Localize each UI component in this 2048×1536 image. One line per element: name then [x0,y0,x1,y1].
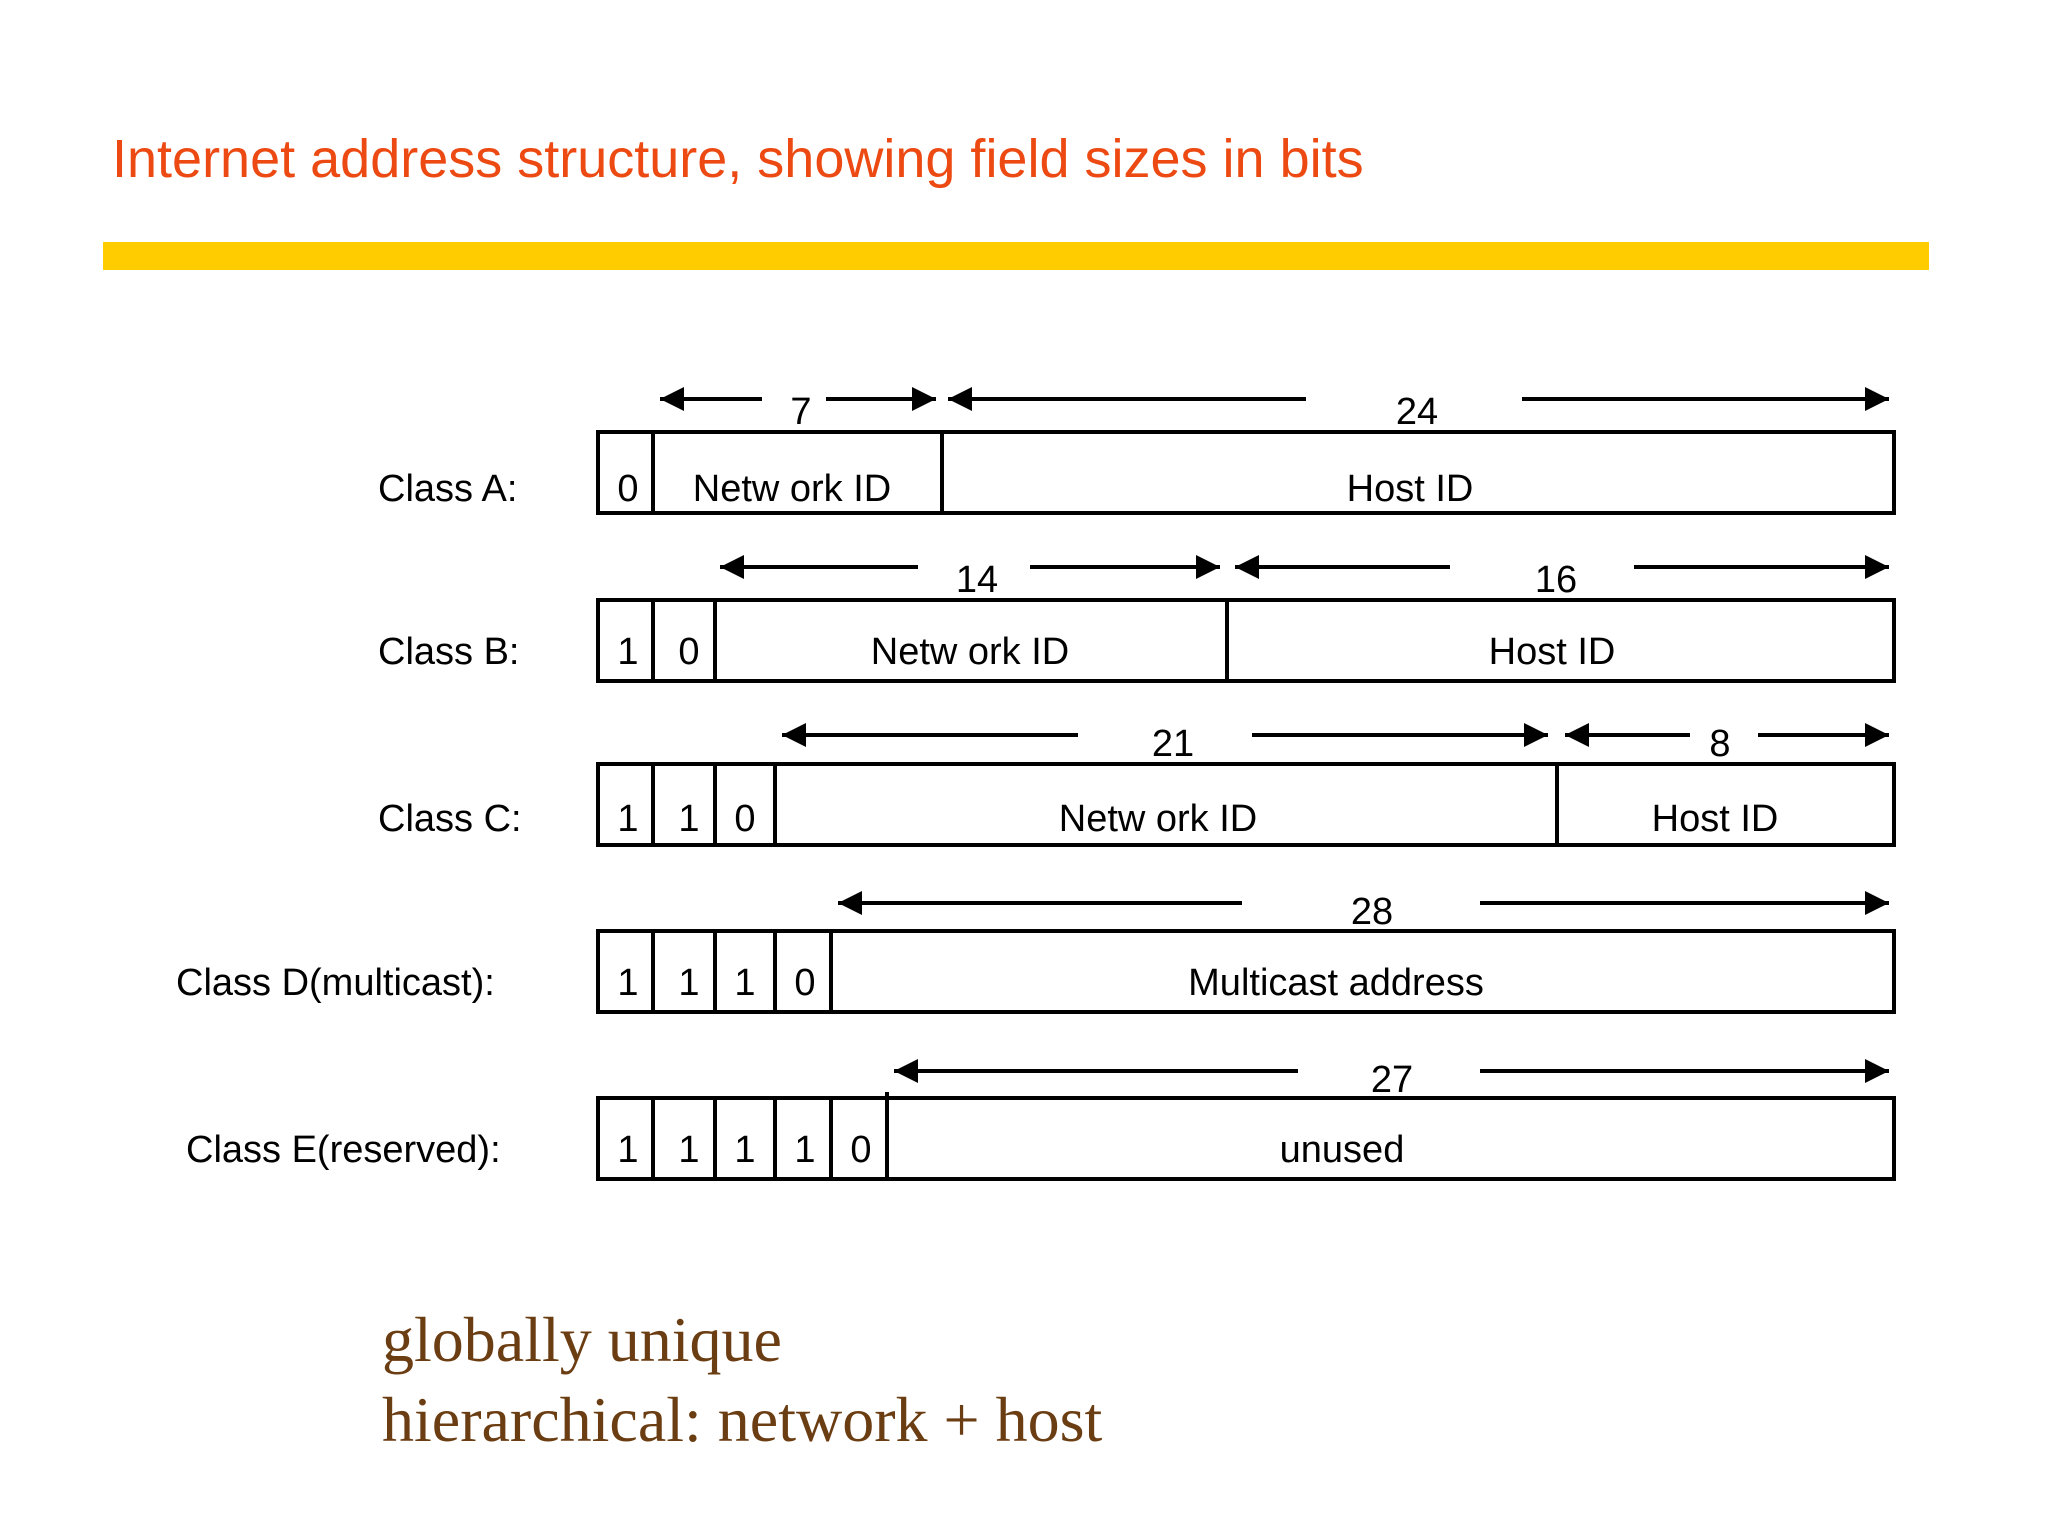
class-e-bit: 1 [678,1129,699,1171]
class-d-bit: 1 [678,962,699,1004]
class-d-bit: 0 [794,962,815,1004]
class-a-box [596,430,1896,515]
class-a-network-size: 7 [790,391,811,433]
bullet-list: globally unique hierarchical: network + … [382,1300,1102,1460]
class-b-bit: 1 [617,631,638,673]
class-b-network-id: Netw ork ID [871,631,1069,673]
class-d-bit: 1 [617,962,638,1004]
class-d-label: Class D(multicast): [176,962,495,1004]
slide-title: Internet address structure, showing fiel… [112,129,1364,189]
class-b-host-id: Host ID [1489,631,1616,673]
class-c-host-size: 8 [1709,723,1730,765]
title-rule [103,242,1929,270]
class-a-label: Class A: [378,468,517,510]
bullet-globally-unique: globally unique [382,1304,782,1375]
class-c-bit: 1 [678,798,699,840]
bullet-hierarchical: hierarchical: network + host [382,1384,1103,1455]
class-b-box [596,598,1896,683]
class-c-bit: 1 [617,798,638,840]
class-e-bit: 0 [850,1129,871,1171]
class-d-bit: 1 [734,962,755,1004]
class-e-bit: 1 [617,1129,638,1171]
class-c-bit: 0 [734,798,755,840]
class-c-network-size: 21 [1152,723,1194,765]
class-e-box [596,1096,1896,1181]
class-c-host-id: Host ID [1652,798,1779,840]
class-d-box [596,929,1896,1014]
class-e-unused: unused [1280,1129,1405,1171]
class-a-host-size: 24 [1396,391,1438,433]
class-e-size: 27 [1371,1059,1413,1101]
class-a-network-id: Netw ork ID [693,468,891,510]
class-b-label: Class B: [378,631,519,673]
class-c-box [596,762,1896,847]
class-c-label: Class C: [378,798,522,840]
class-e-bit: 1 [734,1129,755,1171]
class-e-bit: 1 [794,1129,815,1171]
class-e-label: Class E(reserved): [186,1129,501,1171]
class-d-size: 28 [1351,891,1393,933]
class-a-bit: 0 [617,468,638,510]
class-b-host-size: 16 [1535,559,1577,601]
class-c-network-id: Netw ork ID [1059,798,1257,840]
class-b-network-size: 14 [956,559,998,601]
class-d-multicast-address: Multicast address [1188,962,1484,1004]
class-b-bit: 0 [678,631,699,673]
class-a-host-id: Host ID [1347,468,1474,510]
